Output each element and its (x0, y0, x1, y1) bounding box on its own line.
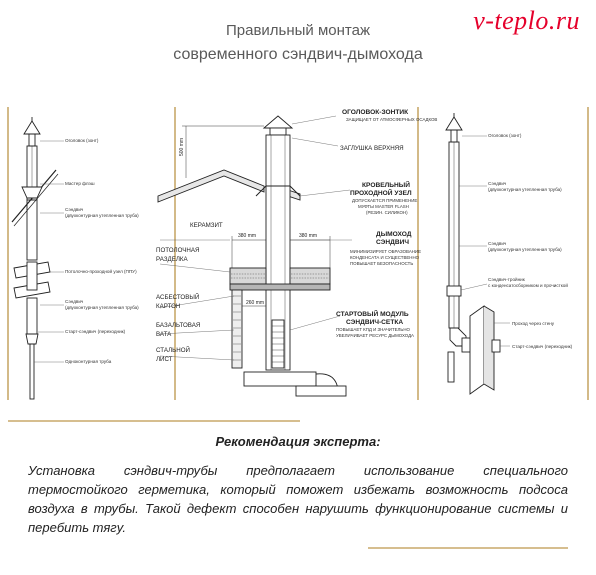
center-right-labels: ОГОЛОВОК-ЗОНТИК ЗАЩИЩАЕТ ОТ АТМОСФЕРНЫХ … (336, 109, 437, 338)
recommendation-title: Рекомендация эксперта: (215, 434, 381, 449)
site-logo: v-teplo.ru (473, 6, 580, 35)
label-keramzit: КЕРАМЗИТ (190, 222, 223, 229)
left-label-sandwich-2-sub: (двухконтурная утепленная труба) (65, 305, 139, 310)
label-ogolovok-sub: ЗАЩИЩАЕТ ОТ АТМОСФЕРНЫХ ОСАДКОВ (346, 117, 437, 122)
label-start-sub-2: УВЕЛИЧИВАЕТ РЕСУРС ДЫМОХОДА (336, 333, 414, 338)
center-left-leaders (159, 239, 235, 361)
left-label-sandwich-2: Сэндвич (65, 299, 84, 304)
right-label-start-sandwich: Старт-сэндвич (переходник) (512, 344, 573, 349)
right-labels: Оголовок (зонт) Сэндвич (двухконтурная у… (488, 133, 573, 349)
right-label-tee: Сэндвич-тройник (488, 276, 526, 282)
center-dimensions: 500 mm 380 mm 380 mm 260 mm (179, 138, 317, 306)
right-label-sandwich-1-sub: (двухконтурная утепленная труба) (488, 187, 562, 192)
right-leader-lines (459, 135, 510, 347)
right-label-ogolovok: Оголовок (зонт) (488, 133, 522, 138)
left-label-start-sandwich: Старт-сэндвич (переходник) (65, 329, 126, 334)
label-dymohod-sub-2: КОНДЕНСАТА И СУЩЕСТВЕННО (350, 255, 420, 260)
right-label-wall-pass: Проход через стену (512, 321, 555, 326)
left-label-single-pipe: Одноконтурная труба (65, 359, 112, 364)
label-potolochnaya: ПОТОЛОЧНАЯ (156, 247, 199, 254)
label-start-2: СЭНДВИЧ-СЕТКА (346, 319, 403, 326)
label-bazaltovaya: БАЗАЛЬТОВАЯ (156, 322, 200, 329)
right-label-sandwich-2: Сэндвич (488, 241, 507, 246)
left-chimney-drawing (11, 117, 59, 400)
right-label-sandwich-2-sub: (двухконтурная утепленная труба) (488, 247, 562, 252)
label-krovelny-sub-1: ДОПУСКАЕТСЯ ПРИМЕНЕНИЕ (352, 198, 417, 203)
title-line-1: Правильный монтаж (225, 22, 370, 39)
right-label-sandwich-1: Сэндвич (488, 181, 507, 186)
label-krovelny-sub-2: МУФТЫ MASTER FLASH (358, 204, 409, 209)
left-leader-lines (34, 140, 64, 363)
label-krovelny-2: ПРОХОДНОЙ УЗЕЛ (350, 188, 412, 197)
left-label-ogolovok: Оголовок (зонт) (65, 138, 99, 143)
dim-380-left: 380 mm (238, 233, 256, 239)
label-vata: ВАТА (156, 331, 172, 338)
left-label-master-flash: Мастер флэш (65, 181, 95, 186)
recommendation-text: Установка сэндвич-трубы предполагает исп… (28, 463, 568, 535)
right-label-tee-sub: с конденсатосборником и прочисткой (488, 282, 568, 288)
label-krovelny-sub-3: (РЕЗИН. СИЛИКОН) (366, 210, 408, 215)
dim-380-right: 380 mm (299, 233, 317, 239)
label-asbestovy: АСБЕСТОВЫЙ (156, 293, 199, 301)
label-zaglushka: ЗАГЛУШКА ВЕРХНЯЯ (340, 145, 404, 152)
label-start-1: СТАРТОВЫЙ МОДУЛЬ (336, 309, 409, 318)
dim-260: 260 mm (246, 300, 264, 306)
label-start-sub-1: ПОВЫШАЕТ КПД И ЗНАЧИТЕЛЬНО (336, 327, 410, 332)
left-label-ppu: Потолочно-проходной узел (ППУ) (65, 268, 137, 274)
frame-lines (7, 107, 589, 549)
label-dymohod-1: ДЫМОХОД (376, 231, 412, 238)
left-labels: Оголовок (зонт) Мастер флэш Сэндвич (дву… (65, 138, 139, 364)
right-chimney-drawing (445, 113, 501, 395)
label-karton: КАРТОН (156, 303, 180, 310)
label-dymohod-2: СЭНДВИЧ (376, 239, 409, 246)
label-stalnoy: СТАЛЬНОЙ (156, 346, 190, 354)
left-label-sandwich-1-sub: (двухконтурная утепленная труба) (65, 213, 139, 218)
label-list: ЛИСТ (156, 356, 173, 363)
label-dymohod-sub-3: ПОВЫШАЕТ БЕЗОПАСНОСТЬ (350, 261, 413, 266)
label-dymohod-sub-1: МИНИМИЗИРУЕТ ОБРАЗОВАНИЕ (350, 249, 421, 254)
label-krovelny-1: КРОВЕЛЬНЫЙ (362, 180, 410, 189)
left-label-sandwich-1: Сэндвич (65, 207, 84, 212)
center-right-leaders (289, 115, 352, 331)
center-left-labels: КЕРАМЗИТ ПОТОЛОЧНАЯ РАЗДЕЛКА АСБЕСТОВЫЙ … (156, 222, 223, 363)
title-line-2: современного сэндвич-дымохода (173, 46, 423, 63)
label-ogolovok-zontik: ОГОЛОВОК-ЗОНТИК (342, 109, 409, 116)
center-chimney-drawing (157, 115, 347, 397)
label-razdelka: РАЗДЕЛКА (156, 256, 188, 263)
dim-500: 500 mm (179, 138, 185, 156)
